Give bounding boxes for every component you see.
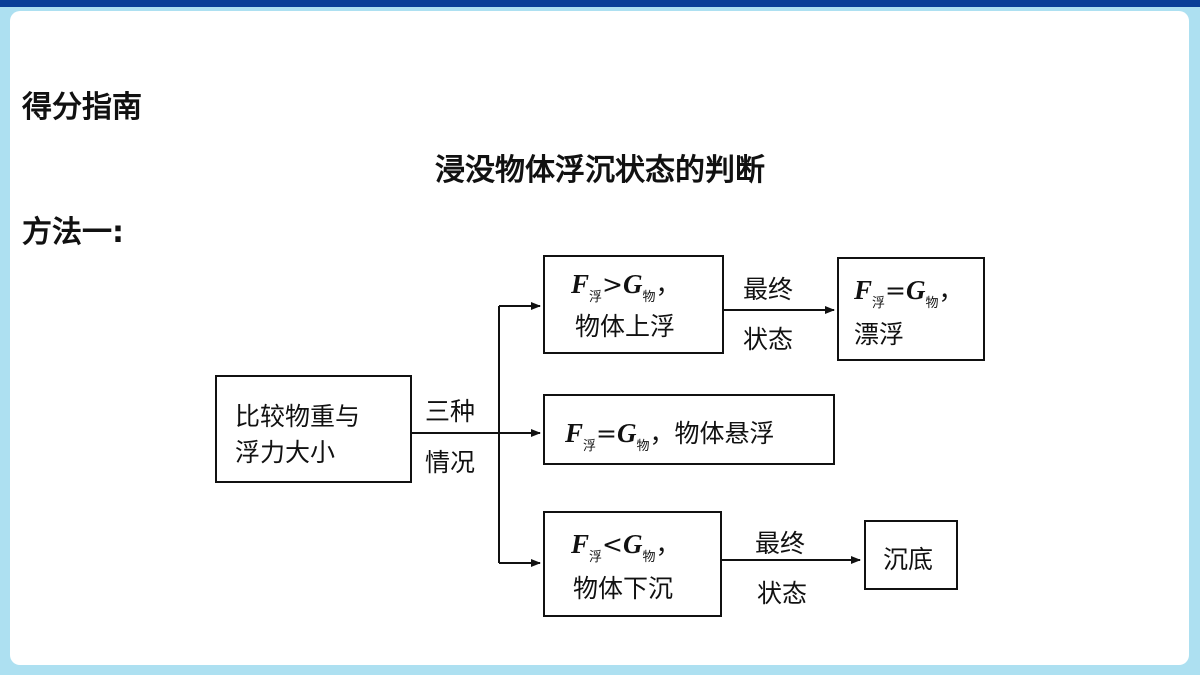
page-title: 浸没物体浮沉状态的判断 xyxy=(435,153,765,188)
sink-state-box: 沉底 xyxy=(864,520,958,590)
lower-case-box: F浮<G物， 物体下沉 xyxy=(543,511,722,617)
section-heading: 得分指南 xyxy=(22,90,142,125)
start-box-line2: 浮力大小 xyxy=(235,438,336,467)
float-state-result: 漂浮 xyxy=(854,320,905,349)
start-box-line1: 比较物重与 xyxy=(235,402,361,431)
lower-case-formula: F浮<G物， xyxy=(571,529,681,565)
middle-case-box: F浮=G物，物体悬浮 xyxy=(543,394,835,465)
upper-case-formula: F浮>G物， xyxy=(571,269,681,305)
start-box: 比较物重与 浮力大小 xyxy=(215,375,412,483)
top-accent-bar xyxy=(0,0,1200,7)
float-state-box: F浮=G物， 漂浮 xyxy=(837,257,985,361)
upper-case-box: F浮>G物， 物体上浮 xyxy=(543,255,724,354)
upper-arrow-label-line2: 状态 xyxy=(743,325,794,354)
lower-case-result: 物体下沉 xyxy=(573,574,674,603)
lower-arrow-label-line2: 状态 xyxy=(757,579,808,608)
float-state-formula: F浮=G物， xyxy=(854,275,964,311)
upper-arrow-label-line1: 最终 xyxy=(743,275,794,304)
sink-state-text: 沉底 xyxy=(883,545,934,574)
method-label: 方法一: xyxy=(22,215,124,250)
branch-label-line1: 三种 xyxy=(425,397,476,426)
branch-label-line2: 情况 xyxy=(425,448,476,477)
lower-arrow-label-line1: 最终 xyxy=(755,529,806,558)
middle-case-text: F浮=G物，物体悬浮 xyxy=(565,418,775,454)
upper-case-result: 物体上浮 xyxy=(575,312,676,341)
